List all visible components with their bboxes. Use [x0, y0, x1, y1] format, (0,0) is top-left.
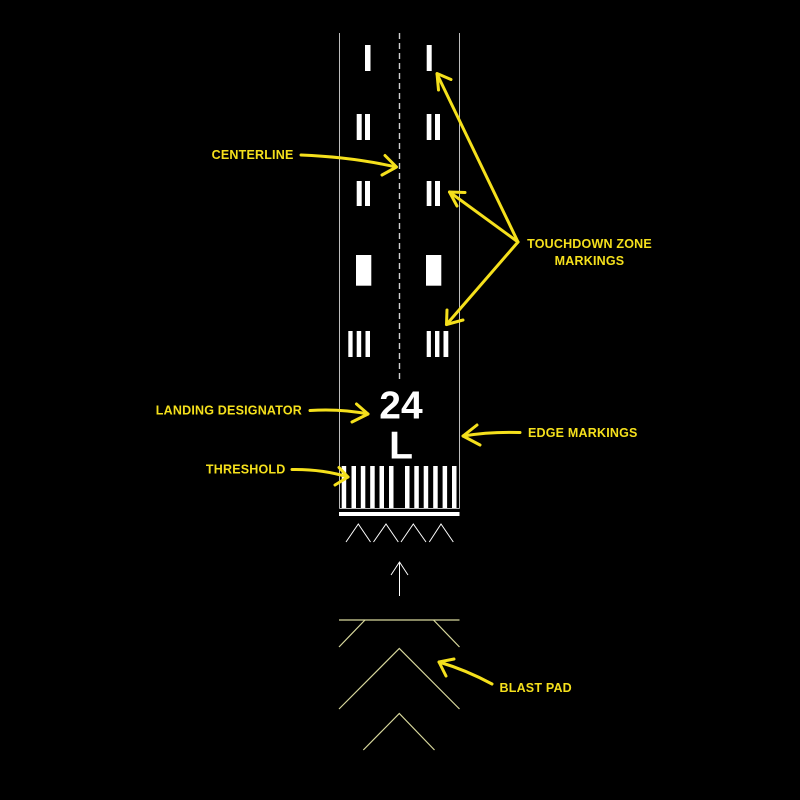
threshold-bar-base: [339, 512, 460, 516]
tdz-row-5: [348, 331, 449, 357]
threshold-bar: [452, 466, 457, 508]
arrow-icon: [290, 467, 350, 479]
threshold-bar: [433, 466, 438, 508]
label-blast-pad: BLAST PAD: [500, 681, 572, 695]
tdz-bar: [435, 331, 440, 357]
annotation-edge-markings: EDGE MARKINGS: [461, 423, 638, 447]
chevron-icon: [400, 523, 427, 543]
tdz-bar: [365, 181, 370, 206]
designator-suffix: L: [389, 425, 413, 468]
tdz-bar: [365, 331, 370, 357]
arrow-head-icon: [445, 308, 465, 326]
tdz-bar: [365, 45, 371, 71]
label-threshold: THRESHOLD: [206, 463, 286, 477]
tdz-bar: [426, 331, 431, 357]
arrow-icon: [299, 153, 398, 169]
arrow-head-icon: [461, 423, 482, 447]
arrow-head-icon: [333, 466, 350, 487]
arrow-icon: [437, 660, 494, 686]
threshold-bar: [442, 466, 448, 508]
threshold-bar: [389, 466, 394, 508]
tdz-bar: [426, 114, 432, 140]
threshold-bar: [379, 466, 384, 508]
tdz-bar: [365, 114, 370, 140]
tdz-row-3: [356, 181, 440, 206]
annotations: CENTERLINE TOUCHDOWN ZONE MARKINGS LANDI…: [156, 72, 652, 695]
label-landing-designator: LANDING DESIGNATOR: [156, 404, 302, 418]
blast-pad-right-diagonal: [433, 619, 460, 648]
arrow-icon: [435, 72, 520, 244]
aiming-point-block: [356, 255, 372, 286]
tdz-bar: [435, 114, 440, 140]
blast-pad-left-diagonal: [338, 619, 366, 648]
threshold-markings: [339, 466, 460, 516]
arrow-icon: [445, 240, 520, 326]
threshold-bar: [341, 466, 347, 508]
tdz-bar: [356, 331, 362, 357]
tdz-bar: [348, 331, 353, 357]
threshold-chevrons: [345, 523, 454, 543]
arrow-icon: [308, 408, 370, 416]
designator-number: 24: [379, 385, 423, 428]
threshold-bar: [351, 466, 356, 508]
runway-edge-markings: [339, 33, 460, 509]
tdz-bar: [435, 181, 440, 206]
arrow-head-icon: [350, 402, 370, 424]
tdz-row-1: [365, 45, 432, 71]
arrow-icon: [461, 430, 522, 438]
approach-arrow-icon: [390, 561, 409, 596]
threshold-bar: [370, 466, 375, 508]
label-edge-markings: EDGE MARKINGS: [528, 426, 638, 440]
label-touchdown-zone-line1: TOUCHDOWN ZONE: [527, 237, 652, 251]
chevron-icon: [373, 523, 399, 543]
blast-pad-chevron-small: [362, 712, 435, 751]
arrow-head-icon: [448, 190, 467, 208]
arrow-head-icon: [437, 657, 456, 678]
chevron-icon: [428, 523, 454, 543]
threshold-bar: [405, 466, 410, 508]
arrow-icon: [448, 190, 520, 244]
annotation-threshold: THRESHOLD: [206, 463, 350, 487]
tdz-row-4-aiming-point: [356, 255, 442, 286]
annotation-blast-pad: BLAST PAD: [437, 657, 572, 695]
touchdown-zone-markings: [348, 45, 449, 357]
label-touchdown-zone-line2: MARKINGS: [555, 254, 625, 268]
annotation-landing-designator: LANDING DESIGNATOR: [156, 402, 370, 424]
annotation-centerline: CENTERLINE: [212, 148, 398, 177]
blast-pad-markings: [338, 619, 460, 751]
tdz-bar: [426, 181, 432, 206]
chevron-icon: [345, 523, 371, 543]
tdz-bar: [426, 45, 432, 71]
threshold-bar: [423, 466, 429, 508]
blast-pad-chevron-large: [338, 647, 460, 710]
tdz-bar: [356, 114, 362, 140]
tdz-row-2: [356, 114, 440, 140]
aiming-point-block: [426, 255, 442, 286]
label-centerline: CENTERLINE: [212, 148, 294, 162]
tdz-bar: [356, 181, 362, 206]
tdz-bar: [443, 331, 449, 357]
threshold-bar: [360, 466, 366, 508]
threshold-bar: [414, 466, 419, 508]
arrow-head: [390, 561, 409, 576]
arrow-head-icon: [435, 72, 453, 92]
landing-designator: 24 L: [379, 385, 423, 468]
arrow-head-icon: [380, 154, 398, 177]
annotation-touchdown-zone: TOUCHDOWN ZONE MARKINGS: [435, 72, 652, 326]
